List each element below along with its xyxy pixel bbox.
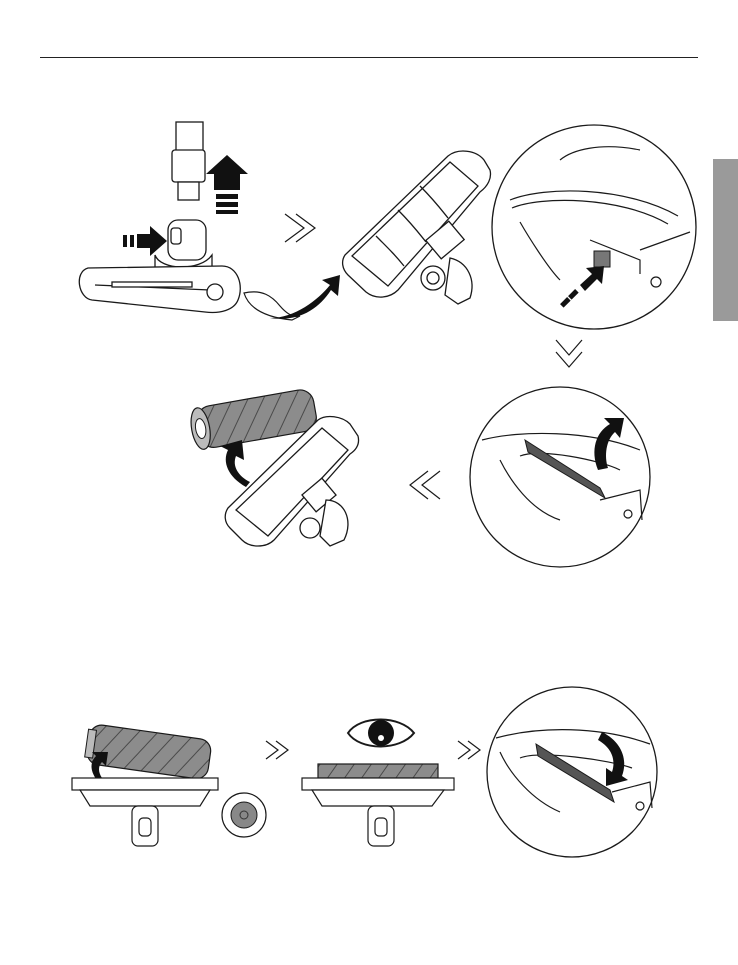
chevron-down-icon — [556, 340, 582, 367]
latch-lifted-icon — [470, 387, 650, 567]
roller-check-icon — [302, 764, 454, 846]
roller-insert-icon — [72, 723, 266, 846]
brush-cover-release-icon — [244, 275, 340, 320]
chevron-left-icon — [410, 471, 440, 499]
latch-close-icon — [487, 687, 657, 857]
floor-brush-detach-icon — [79, 122, 248, 313]
chevron-right-icon — [285, 214, 315, 242]
open-cover-icon — [343, 151, 491, 304]
latch-lift-icon — [492, 125, 696, 329]
eye-check-icon — [348, 720, 414, 747]
roller-remove-icon — [188, 388, 358, 546]
